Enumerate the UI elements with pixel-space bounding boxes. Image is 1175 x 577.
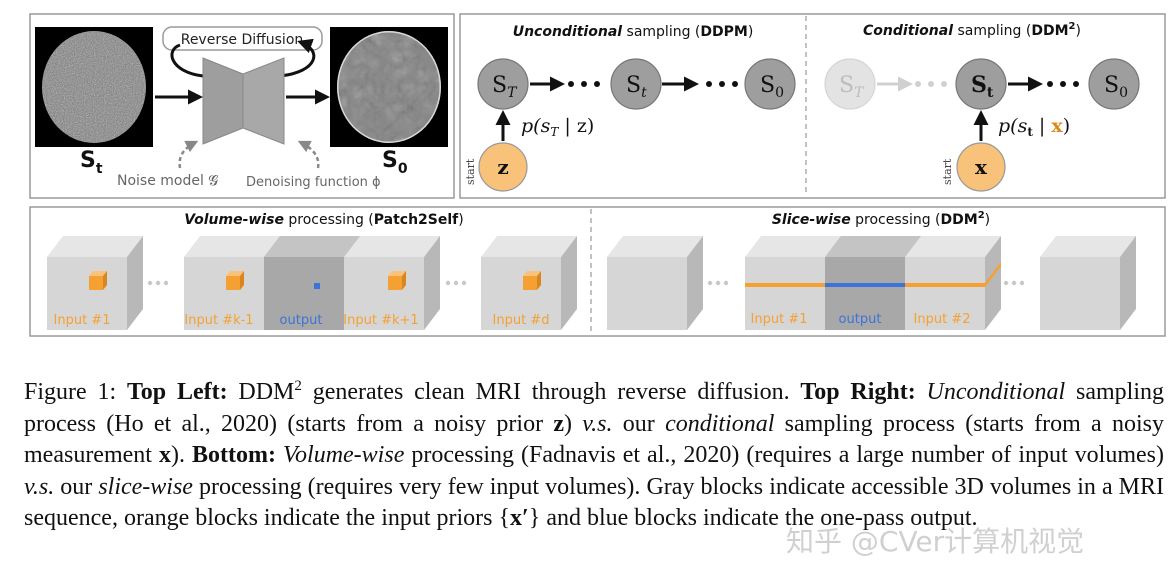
svg-text:ST: ST <box>492 73 518 101</box>
cond-prior-node-x <box>956 142 1006 192</box>
denoising-function-label: Denoising function ϕ <box>246 175 381 190</box>
cond-node-st <box>955 58 1007 110</box>
svg-text:St: St <box>626 73 647 101</box>
vol-label-d: Input #d <box>493 313 550 328</box>
noisy-mri-image <box>35 27 153 147</box>
s0-label: S0 <box>382 148 408 177</box>
svg-text:St: St <box>971 72 994 101</box>
slice-cube-plain-left <box>607 236 703 330</box>
orange-patch <box>523 271 541 290</box>
orange-patch <box>388 271 406 290</box>
ellipsis-dots <box>1003 280 1025 286</box>
noise-model-label: Noise model 𝓖 <box>117 173 218 189</box>
loop-arrow-left <box>170 43 204 78</box>
cond-prob-label: p(st | x) <box>998 115 1070 139</box>
uncond-prob-label: p(sT | z) <box>521 115 594 139</box>
uncond-start-label: start <box>464 158 477 185</box>
uncond-prior-node-z <box>478 142 528 192</box>
cond-ellipsis-1 <box>915 81 947 87</box>
ellipsis-dots <box>707 280 729 286</box>
denoising-network <box>202 57 244 145</box>
bottom-panel <box>29 206 1166 337</box>
cond-node-s0 <box>1088 58 1140 110</box>
cond-start-label: start <box>941 158 954 185</box>
volume-cube-input-1 <box>47 236 143 330</box>
clean-mri-image <box>330 27 448 147</box>
conditional-title: Conditional sampling (DDM2) <box>863 21 1081 39</box>
orange-patch <box>226 271 244 290</box>
slice-label-input-1: Input #1 <box>751 312 808 327</box>
vol-label-k+1: Input #k+1 <box>343 313 418 328</box>
denoising-arrow <box>297 140 320 169</box>
uncond-node-s0 <box>744 58 796 110</box>
vol-label-k-1: Input #k-1 <box>184 313 253 328</box>
blue-patch <box>314 283 320 289</box>
top-right-panel <box>459 13 1166 199</box>
loop-arrow-right <box>279 38 316 78</box>
unconditional-title: Unconditional sampling (DDPM) <box>513 24 754 40</box>
volume-wise-title: Volume-wise processing (Patch2Self) <box>184 212 463 228</box>
cond-ellipsis-2 <box>1047 81 1079 87</box>
reverse-diffusion-label: Reverse Diffusion <box>181 32 304 48</box>
slice-cube-input-2 <box>905 236 1001 330</box>
noise-model-arrow <box>178 140 199 169</box>
uncond-ellipsis-2 <box>706 81 738 87</box>
figure-caption: Figure 1: Top Left: DDM2 generates clean… <box>24 378 1165 531</box>
top-left-panel <box>29 13 455 199</box>
figure-diagram: Reverse Diffusion St S0 Noise model 𝓖 De… <box>29 13 1166 337</box>
slice-label-input-2: Input #2 <box>914 312 971 327</box>
slice-wise-title: Slice-wise processing (DDM2) <box>772 210 990 228</box>
slice-cube-plain-right <box>1040 236 1136 330</box>
reverse-diffusion-box <box>162 26 323 51</box>
slice-label-output: output <box>839 312 882 327</box>
uncond-node-sT <box>477 58 529 110</box>
volume-cube-input-k+1 <box>344 236 440 330</box>
uncond-node-st <box>610 58 662 110</box>
svg-text:S0: S0 <box>760 73 784 101</box>
svg-text:ST: ST <box>839 73 865 101</box>
vol-label-output: output <box>280 313 323 328</box>
volume-cube-input-d <box>481 236 577 330</box>
vol-label-1: Input #1 <box>54 313 111 328</box>
orange-patch <box>89 271 107 290</box>
orange-slice <box>905 262 1001 287</box>
ellipsis-dots <box>147 280 169 286</box>
svg-text:z: z <box>497 155 508 179</box>
cond-node-sT <box>824 58 876 110</box>
ellipsis-dots <box>445 280 467 286</box>
svg-text:S0: S0 <box>1104 73 1128 101</box>
st-label: St <box>80 148 103 177</box>
uncond-ellipsis-1 <box>568 81 600 87</box>
svg-text:x: x <box>975 155 988 179</box>
